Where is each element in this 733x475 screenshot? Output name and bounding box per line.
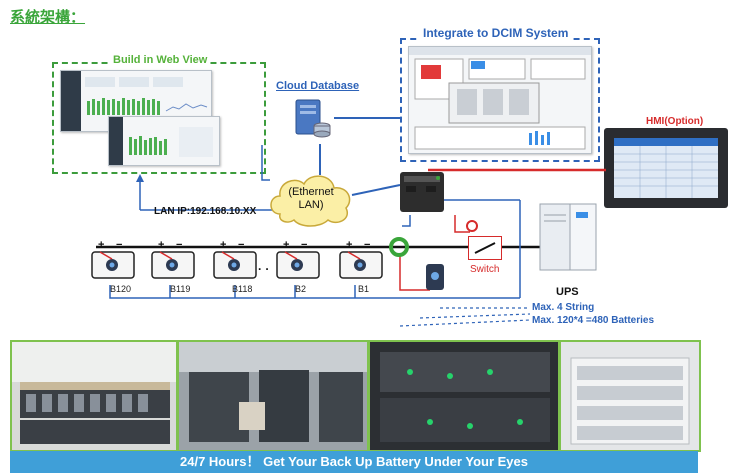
ethernet-label-line2: LAN) — [298, 199, 324, 211]
svg-text:−: − — [301, 239, 307, 251]
svg-text:+: + — [283, 239, 289, 251]
hmi-panel — [604, 128, 728, 208]
battery-room-photo-3 — [368, 340, 560, 452]
current-sensor-icon — [389, 237, 409, 257]
battery-icon: +− — [276, 239, 320, 279]
svg-text:−: − — [364, 239, 370, 251]
battery-label: B119 — [170, 284, 191, 294]
battery-label: B120 — [110, 284, 132, 294]
battery-label: B1 — [358, 284, 370, 294]
battery-unit: +− — [90, 238, 138, 287]
svg-text:+: + — [346, 239, 352, 251]
battery-icon: +− — [213, 239, 257, 279]
lan-ip-label: LAN IP:192.168.10.XX — [154, 206, 257, 217]
ethernet-cloud-icon — [270, 175, 351, 227]
ups-icon — [539, 203, 597, 271]
battery-icon: +− — [91, 239, 135, 279]
battery-icon: +− — [339, 239, 383, 279]
string-sensor-icon — [426, 264, 444, 290]
cloud-database-label: Cloud Database — [276, 80, 360, 92]
battery-label: B2 — [295, 284, 307, 294]
battery-room-photo-2 — [177, 340, 369, 452]
web-screenshot-2 — [108, 116, 220, 166]
switch-label: Switch — [470, 264, 500, 275]
battery-room-photo-4 — [559, 340, 701, 452]
hmi-label: HMI(Option) — [646, 116, 704, 127]
web-view-label: Build in Web View — [110, 54, 211, 66]
battery-unit: +− — [275, 238, 323, 287]
ethernet-label-line1: (Ethernet — [288, 186, 334, 198]
battery-unit: +− — [150, 238, 198, 287]
battery-icon: +− — [151, 239, 195, 279]
svg-text:−: − — [116, 239, 122, 251]
svg-text:+: + — [98, 239, 104, 251]
page-title: 系統架構： — [10, 9, 86, 26]
dcim-label: Integrate to DCIM System — [420, 26, 572, 40]
database-icon — [295, 99, 331, 138]
battery-unit: +− — [338, 238, 386, 287]
battery-unit: +− — [212, 238, 260, 287]
ethernet-label: (Ethernet LAN) — [278, 186, 344, 212]
battery-ellipsis: · · — [258, 262, 270, 276]
max-batteries-label: Max. 120*4 =480 Batteries — [532, 315, 655, 326]
switch-box — [468, 236, 502, 260]
sensor-icon — [466, 220, 478, 232]
ups-label: UPS — [556, 286, 579, 298]
battery-room-photo-1 — [10, 340, 178, 452]
max-string-label: Max. 4 String — [532, 302, 595, 313]
dcim-screenshot — [408, 46, 592, 154]
slogan-banner: 24/7 Hours！ Get Your Back Up Battery Und… — [10, 451, 698, 473]
svg-text:+: + — [220, 239, 226, 251]
svg-text:−: − — [176, 239, 182, 251]
svg-text:−: − — [238, 239, 244, 251]
monitor-module-icon — [400, 172, 444, 212]
svg-text:+: + — [158, 239, 164, 251]
battery-label: B118 — [232, 284, 253, 294]
